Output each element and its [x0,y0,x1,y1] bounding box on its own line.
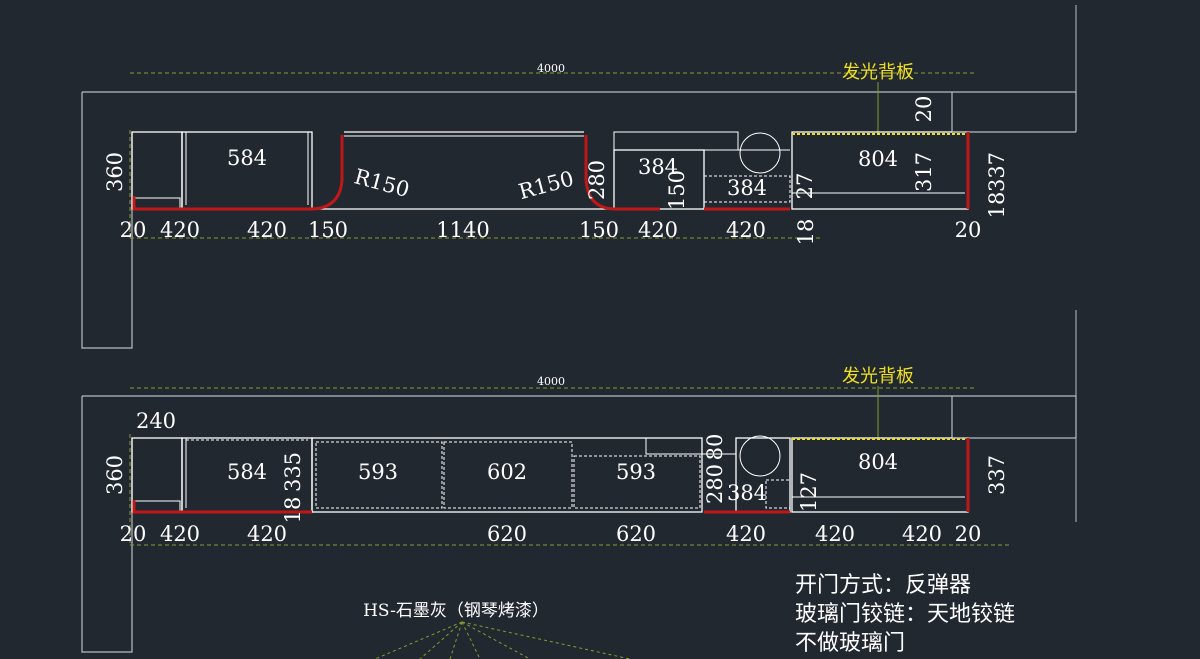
panel-line [572,437,736,455]
vertical-label: 18 [985,192,1009,219]
door-left [132,196,312,211]
overall-width-label: 4000 [537,62,565,75]
dim-label: 150 [579,218,619,242]
dim-label: 420 [638,218,678,242]
dim-label: 150 [308,218,348,242]
vertical-label: 18 [281,497,305,524]
cell-label: 804 [858,147,898,171]
notes: 开门方式：反弹器 玻璃门铰链：天地铰链 不做玻璃门 [795,573,1015,656]
dim-label: 20 [120,218,147,242]
cell-label: 593 [616,460,656,484]
cell-label: 384 [638,155,678,179]
dim-label: 420 [902,522,942,546]
round-cutout [739,435,781,477]
vertical-label: 27 [793,173,817,200]
height-label: 360 [103,152,127,192]
vertical-label: 317 [912,152,936,192]
cell-label: 584 [227,460,267,484]
round-cutout [739,132,781,174]
backlight-label: 发光背板 [842,366,914,387]
radius-label-left: R150 [352,164,412,202]
dim-label: 620 [487,522,527,546]
note-no-glass: 不做玻璃门 [795,631,905,656]
end-cabinet [131,131,183,210]
gap-label: 20 [912,96,936,123]
vertical-label: 80 [703,434,727,461]
door-left [132,500,312,514]
top-shelf [613,131,739,151]
end-cabinet-base [133,197,181,210]
dim-label: 20 [955,218,982,242]
cell-label: 804 [858,450,898,474]
vertical-label: 280 [703,464,727,504]
dim-label: 20 [120,522,147,546]
cabinet-584 [181,131,313,210]
cell-label: 593 [358,460,398,484]
material-leaders [374,621,631,659]
door-curve-left [311,135,344,211]
dim-label: 420 [726,522,766,546]
end-cabinet-base [133,500,181,513]
height-label: 360 [103,455,127,495]
tv-cabinet [311,437,703,513]
leader-line [461,621,631,659]
depth-label: 240 [136,409,176,433]
leader-line [461,621,481,659]
drawer-593-left [315,441,443,509]
dim-label: 1140 [436,218,489,242]
door-curve-right [584,135,660,211]
leader-line [449,621,463,659]
dim-label: 420 [160,522,200,546]
dim-label: 420 [247,522,287,546]
cell-label: 384 [727,481,767,505]
drawer-small [765,479,791,509]
dim-label: 620 [616,522,656,546]
dim-label: 420 [726,218,766,242]
note-glass-hinge: 玻璃门铰链：天地铰链 [795,602,1015,627]
vertical-label: 127 [797,472,821,512]
dim-label: 420 [160,218,200,242]
door-lines [132,438,970,514]
bottom-plan: 4000 发光背板 240 360 584 593 602 593 [81,310,1077,653]
dim-label: 420 [815,522,855,546]
drawer-593-right [573,455,701,509]
backlight-label: 发光背板 [842,62,914,83]
vertical-label: 335 [281,452,305,492]
bottom-dims: 20 420 420 620 620 420 420 420 20 [120,522,982,546]
cell-label: 584 [227,146,267,170]
leader-line [374,621,463,659]
drawer-384 [703,175,791,203]
leader-line [461,621,531,659]
vertical-label: 280 [585,160,609,200]
vertical-label: 150 [665,170,689,210]
vertical-label: 337 [985,152,1009,192]
cell-label: 384 [727,176,767,200]
top-plan: 4000 发光背板 584 384 [81,5,1077,349]
radius-label-right: R150 [516,166,576,204]
note-door-opening: 开门方式：反弹器 [795,573,971,598]
dim-label: 18 [794,219,818,246]
dim-label: 420 [247,218,287,242]
drawer-602 [443,441,573,509]
cell-label: 602 [487,460,527,484]
vertical-label: 337 [985,455,1009,495]
dim-label: 20 [955,522,982,546]
material-callout: HS-石墨灰（钢琴烤漆） [363,601,631,659]
bottom-dims: 20 420 420 150 1140 150 420 420 18 20 [120,218,982,245]
material-label: HS-石墨灰（钢琴烤漆） [363,601,549,621]
door-lines [132,132,970,211]
overall-width-label: 4000 [537,375,565,388]
